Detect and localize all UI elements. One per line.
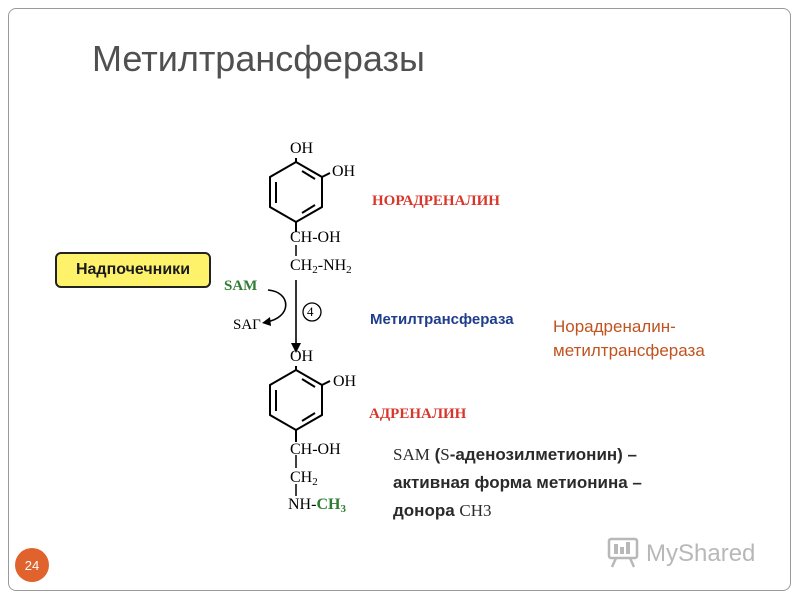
adrenaline-label: АДРЕНАЛИН xyxy=(369,406,467,422)
sam-note: SAM (S-аденозилметионин) – активная форм… xyxy=(393,441,753,525)
reaction-arrow xyxy=(291,280,301,353)
note-line-2: активная форма метионина – xyxy=(393,473,642,492)
step-number: 4 xyxy=(307,304,314,319)
enzyme-full-name: Норадреналин- метилтрансфераза xyxy=(553,315,753,363)
watermark: MyShared xyxy=(606,536,755,572)
top-oh-2: OH xyxy=(332,163,356,180)
page-number-badge: 24 xyxy=(15,548,49,582)
step-circle xyxy=(302,302,322,322)
top-oh-1: OH xyxy=(290,140,314,157)
sam-label: SAM xyxy=(224,278,258,294)
cofactor-arrowhead xyxy=(262,317,271,326)
adrenal-gland-box: Надпочечники xyxy=(55,252,211,288)
adrenal-gland-label: Надпочечники xyxy=(75,261,191,278)
sag-label: SAГ xyxy=(233,317,261,333)
bottom-nh-ch3: NH-CH3 xyxy=(288,496,346,515)
bottom-ch-oh: CH-OH xyxy=(290,441,341,458)
enzyme-name-line-2: метилтрансфераза xyxy=(553,341,705,360)
note-line-1: SAM (S-аденозилметионин) – xyxy=(393,445,638,464)
bottom-ch2: CH2 xyxy=(290,469,318,488)
slide-frame xyxy=(8,8,791,591)
presentation-board-icon xyxy=(606,535,640,574)
methyltransferase-label: Метилтрансфераза xyxy=(370,311,514,328)
bottom-benzene-ring xyxy=(269,366,331,442)
bottom-oh-2: OH xyxy=(333,373,357,390)
top-ch2-nh2: CH2-NH2 xyxy=(290,257,352,276)
top-ch-oh: CH-OH xyxy=(290,229,341,246)
cofactor-curve-arrow xyxy=(265,289,287,323)
enzyme-name-line-1: Норадреналин- xyxy=(553,317,676,336)
watermark-text: MyShared xyxy=(646,540,756,567)
slide-title: Метилтрансферазы xyxy=(92,38,425,79)
bottom-oh-1: OH xyxy=(290,348,314,365)
note-line-3: донора CH3 xyxy=(393,501,492,520)
noradrenaline-label: НОРАДРЕНАЛИН xyxy=(372,193,500,209)
top-benzene-ring xyxy=(269,158,331,232)
